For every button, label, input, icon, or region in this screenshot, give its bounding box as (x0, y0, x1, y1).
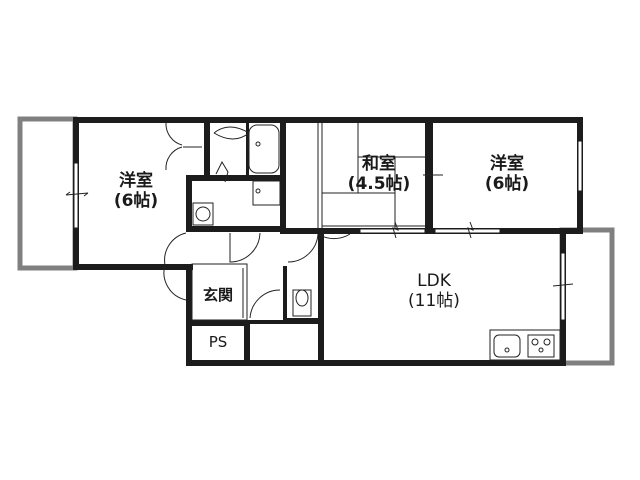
doors (163, 122, 351, 319)
washbasin (192, 202, 214, 226)
room-name: LDK (417, 271, 451, 291)
room-size: (11帖) (408, 290, 460, 311)
entrance-step (191, 263, 248, 321)
gas-stove (527, 334, 555, 358)
room-name: PS (208, 333, 228, 351)
room-size: (4.5帖) (347, 173, 411, 194)
room-label-japanese: 和室 (4.5帖) (338, 154, 420, 194)
balcony-right (559, 227, 615, 366)
washing-machine-space (252, 180, 281, 206)
tatami-lines (317, 123, 425, 228)
room-name: 和室 (362, 154, 396, 174)
windows (73, 140, 583, 321)
room-label-entrance: 玄関 (194, 286, 242, 304)
room-label-ps: PS (196, 333, 240, 351)
room-label-western-right: 洋室 (6帖) (472, 154, 542, 194)
room-name: 玄関 (202, 286, 233, 304)
room-size: (6帖) (484, 173, 530, 194)
room-label-western-left: 洋室 (6帖) (104, 171, 168, 211)
room-name: 洋室 (490, 154, 524, 174)
toilet-fixture (292, 289, 312, 317)
unit-bath (213, 124, 280, 183)
balcony-left (17, 116, 78, 271)
sliding-indicators (65, 146, 574, 287)
kitchen-counter (489, 329, 561, 361)
room-name: 洋室 (119, 171, 153, 191)
room-size: (6帖) (113, 190, 159, 211)
room-label-ldk: LDK (11帖) (396, 271, 472, 311)
